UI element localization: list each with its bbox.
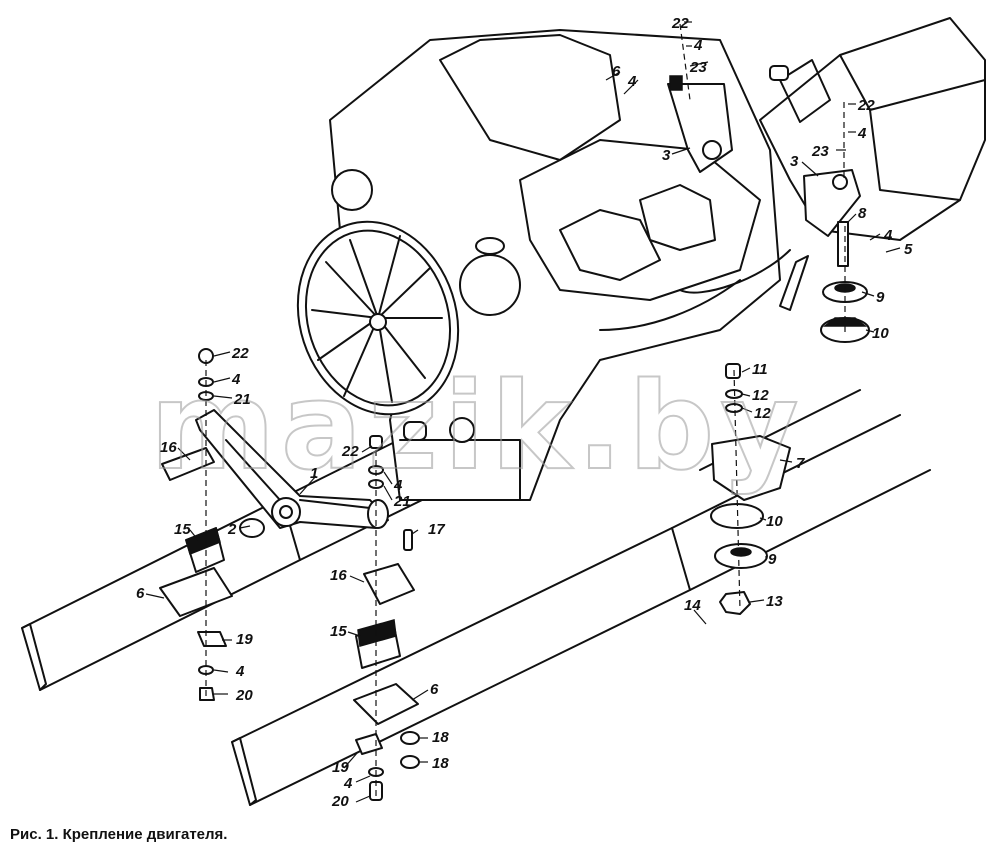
rear-cushion-stack [710,221,870,615]
label-13: 13 [766,593,783,610]
label-4: 4 [393,477,403,494]
label-21: 21 [393,493,411,510]
rear-bracket-right [803,169,861,237]
gearbox-housing [759,17,986,241]
part-labels: 22 4 23 6 4 3 22 4 23 3 8 4 5 9 10 11 12… [136,15,913,810]
label-19: 19 [236,631,253,648]
label-6: 6 [612,63,621,80]
assembly-axes [205,23,846,800]
label-16: 16 [330,567,347,584]
watermark: mazik.by [150,358,805,497]
label-15: 15 [174,521,191,538]
label-23: 23 [689,59,707,76]
label-4: 4 [343,775,353,792]
frame-rail-right [231,389,931,806]
label-20: 20 [235,687,253,704]
label-12: 12 [754,405,771,422]
label-2: 2 [227,521,237,538]
label-17: 17 [428,521,445,538]
label-18: 18 [432,729,449,746]
label-4: 4 [627,73,637,90]
label-4: 4 [235,663,245,680]
label-9: 9 [876,289,885,306]
label-23: 23 [811,143,829,160]
label-5: 5 [904,241,913,258]
label-4: 4 [231,371,241,388]
label-14: 14 [684,597,701,614]
label-10: 10 [766,513,783,530]
label-10: 10 [872,325,889,342]
label-7: 7 [796,455,805,472]
label-4: 4 [693,37,703,54]
label-3: 3 [662,147,671,164]
label-4: 4 [883,227,893,244]
label-3: 3 [790,153,799,170]
label-12: 12 [752,387,769,404]
label-15: 15 [330,623,347,640]
cooling-fan [296,220,460,416]
label-20: 20 [331,793,349,810]
front-crossmember-bracket [195,409,389,538]
label-18: 18 [432,755,449,772]
label-9: 9 [768,551,777,568]
figure-caption: Рис. 1. Крепление двигателя. [10,826,228,843]
label-11: 11 [752,361,768,378]
label-4: 4 [857,125,867,142]
label-6: 6 [136,585,145,602]
front-right-cushion [353,435,420,801]
label-19: 19 [332,759,349,776]
label-22: 22 [231,345,249,362]
front-left-cushion [159,348,233,701]
label-22: 22 [341,443,359,460]
leader-lines [145,21,901,803]
label-22: 22 [857,97,875,114]
rear-bracket-left [667,75,733,173]
label-22: 22 [671,15,689,32]
label-8: 8 [858,205,867,222]
label-21: 21 [233,391,251,408]
label-6: 6 [430,681,439,698]
label-16: 16 [160,439,177,456]
label-1: 1 [310,465,318,482]
